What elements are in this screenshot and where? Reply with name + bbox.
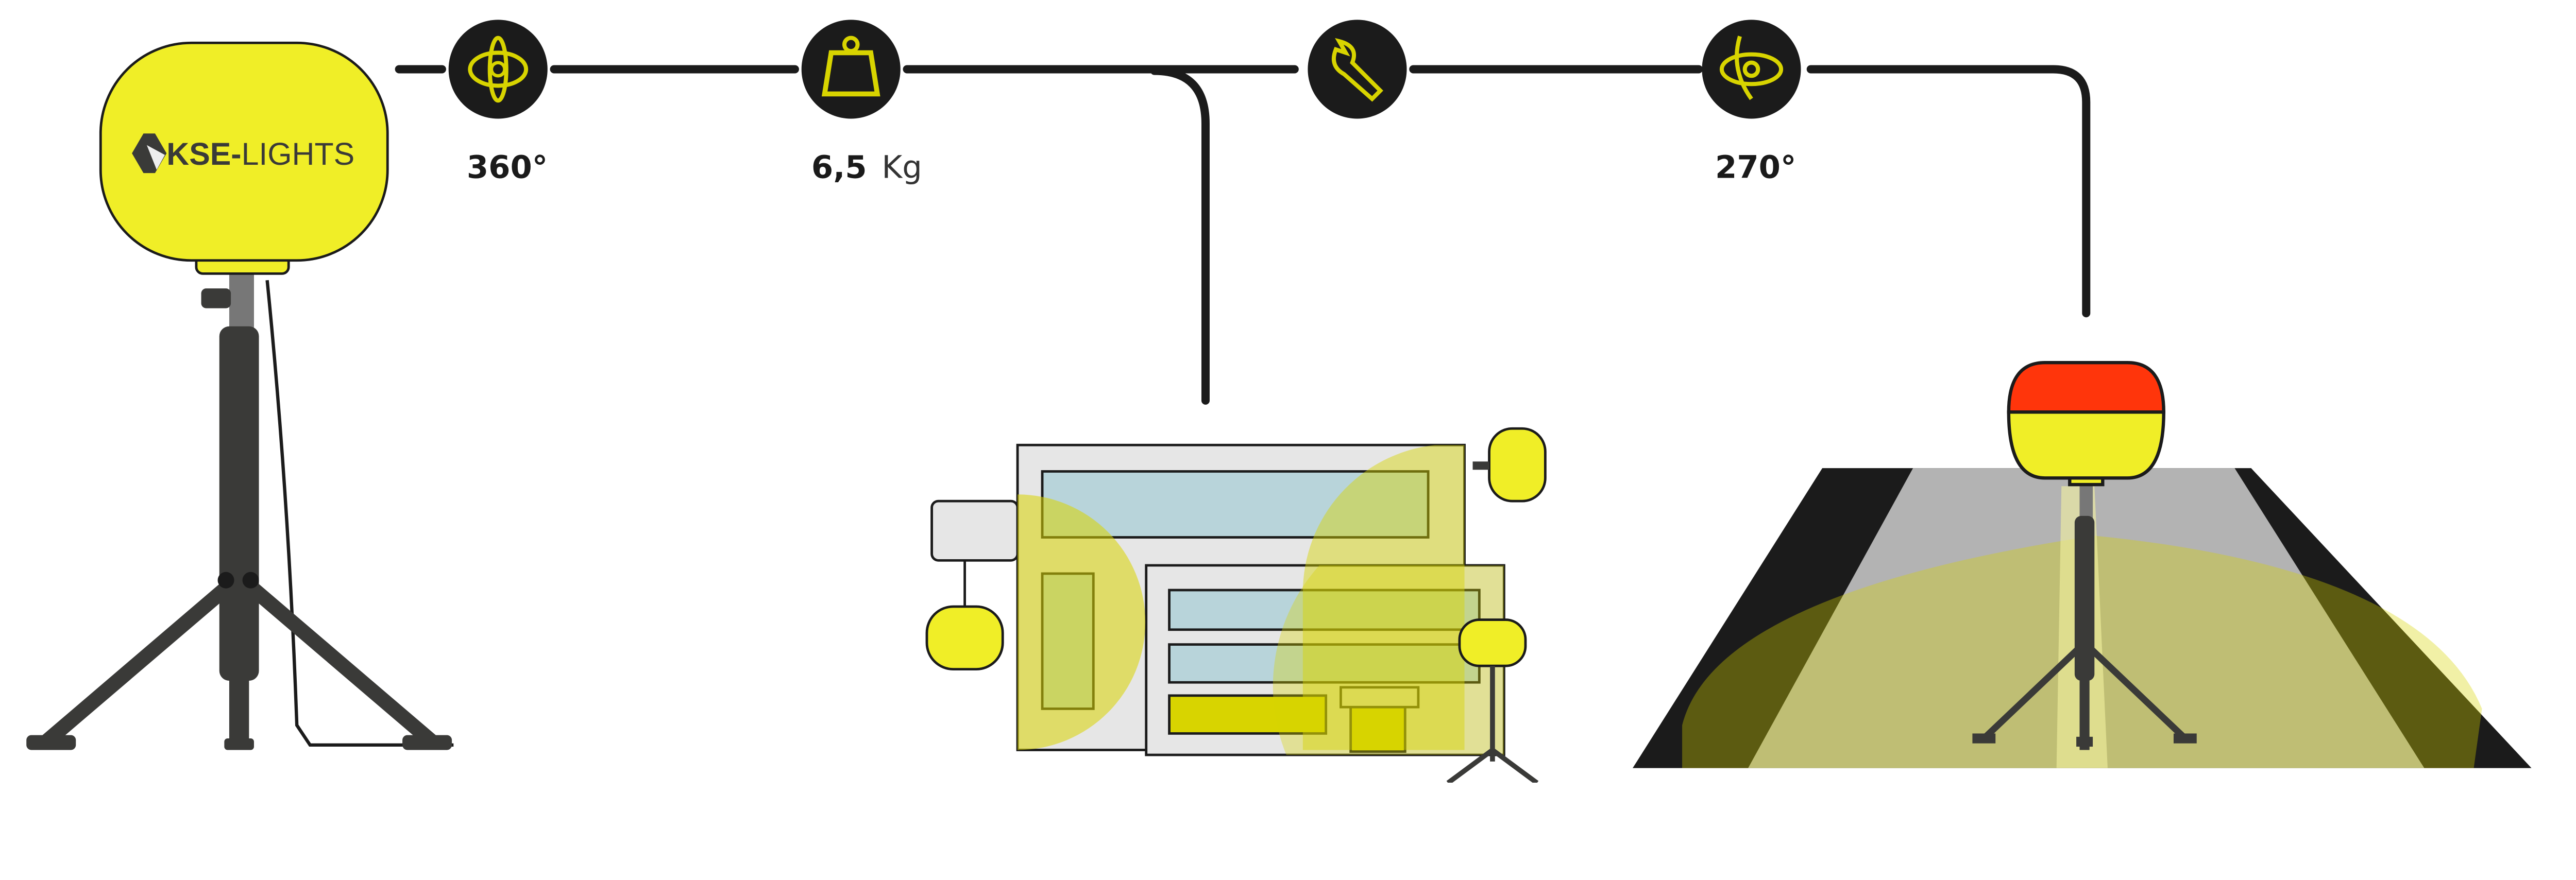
weight-icon [801, 20, 901, 119]
view-270-icon [1702, 20, 1801, 119]
view-angle-label: 270° [1715, 150, 1796, 186]
weight-value: 6,5 [811, 150, 867, 186]
building-scene [925, 427, 1547, 783]
logo-light-text: LIGHTS [242, 136, 355, 171]
svg-text:KSE-LIGHTS: KSE-LIGHTS [166, 136, 354, 171]
logo-bold-text: KSE- [166, 136, 241, 171]
weight-unit: Kg [882, 150, 922, 186]
wrench-icon [1308, 20, 1407, 119]
product-infographic: 360° 6,5 Kg 270° KSE-LIGHTS [26, 20, 2532, 783]
connector-lines [395, 65, 2091, 405]
road-lamp [1972, 361, 2197, 750]
rotation-360-icon [448, 20, 548, 119]
road-scene [1633, 361, 2532, 768]
kse-lights-logo: KSE-LIGHTS [132, 133, 354, 174]
balloon-lamp-tripod: KSE-LIGHTS [26, 41, 454, 750]
rotation-label: 360° [467, 150, 548, 186]
weight-label: 6,5 Kg [811, 150, 922, 186]
